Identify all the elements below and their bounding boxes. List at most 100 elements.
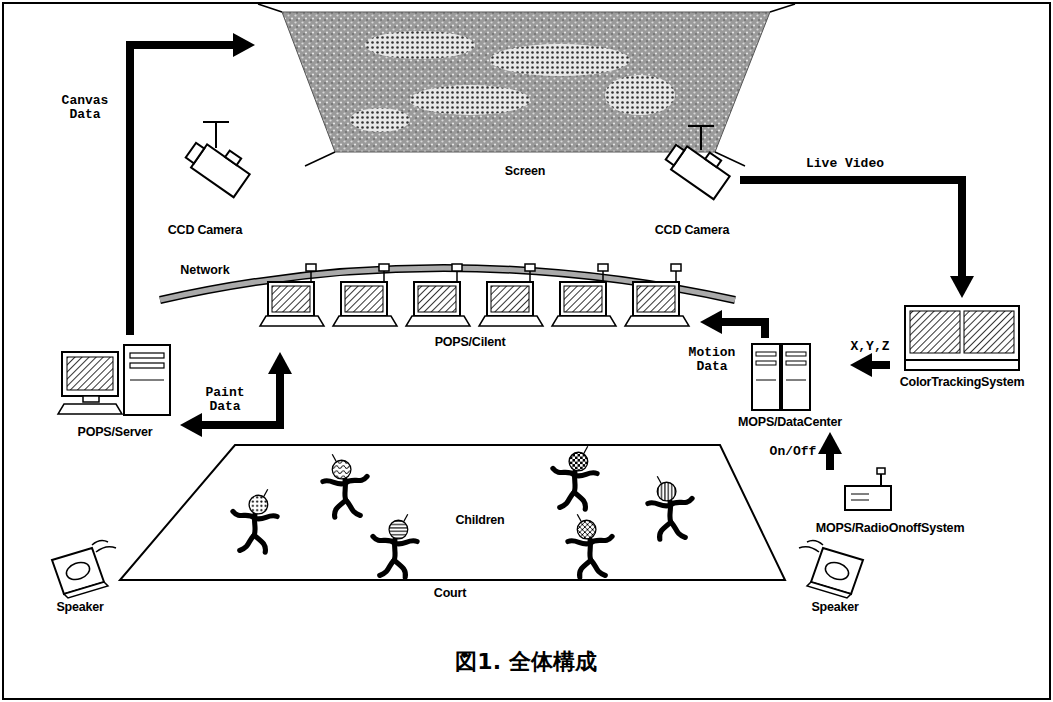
node-label: MOPS/DataCenter	[738, 415, 842, 429]
server-computer	[58, 404, 122, 414]
child-figure	[373, 514, 417, 577]
child-figure	[670, 498, 692, 505]
color-tracking-monitors	[905, 306, 1019, 370]
child-figure	[254, 535, 265, 552]
child-figure	[332, 454, 336, 462]
projection-screen	[770, 4, 795, 12]
speaker-icon	[823, 559, 851, 582]
ccd-camera-icon	[215, 122, 217, 148]
child-figure	[657, 482, 676, 501]
ccd-camera-icon	[663, 134, 734, 199]
projection-screen	[350, 108, 410, 132]
laptop-icon	[406, 264, 470, 326]
node-label: CCD Camera	[168, 223, 242, 237]
server-computer	[130, 353, 164, 358]
child-figure	[568, 514, 612, 577]
data-center-servers	[756, 352, 776, 356]
flow-arrow	[826, 454, 834, 470]
speaker-icon	[799, 541, 863, 598]
child-figure	[323, 481, 345, 484]
ccd-camera-icon	[183, 132, 254, 197]
data-center-servers	[786, 380, 806, 381]
radio-onoff-device	[880, 474, 882, 486]
child-figure	[395, 541, 417, 544]
child-figure	[577, 514, 581, 522]
laptop-icon	[637, 286, 675, 312]
children-figures	[233, 446, 692, 577]
laptop-icon	[479, 264, 543, 326]
laptop-icon	[625, 316, 689, 326]
color-tracking-monitors	[964, 311, 1014, 353]
projection-screen	[490, 44, 630, 76]
projection-screen	[258, 4, 282, 12]
child-figure	[580, 560, 591, 577]
child-figure	[553, 446, 597, 509]
speaker-node: Speaker	[795, 540, 875, 617]
server-computer	[67, 357, 113, 390]
speaker-icon	[807, 582, 851, 598]
child-figure	[560, 492, 574, 507]
laptop-icon	[418, 286, 456, 312]
child-figure	[568, 541, 590, 544]
laptop-icon	[552, 316, 616, 326]
child-figure	[335, 500, 346, 517]
child-figure	[574, 492, 585, 509]
speaker-icon	[52, 541, 116, 598]
ccd-camera-icon	[183, 122, 254, 197]
color-tracking-monitors	[905, 306, 1019, 360]
network-label: Network	[180, 263, 229, 277]
radio-onoff-device	[851, 494, 869, 495]
child-figure	[575, 473, 597, 476]
laptop-icon	[268, 282, 314, 316]
laptop-icon	[602, 270, 604, 282]
data-center-servers	[752, 344, 780, 410]
datacenter-node: MOPS/DataCenter	[730, 338, 850, 432]
child-figure	[577, 520, 596, 539]
speaker-node: Speaker	[40, 540, 120, 617]
server-computer	[83, 396, 99, 402]
arrow-label: Paint Data	[200, 386, 250, 414]
laptop-icon	[456, 270, 458, 282]
child-figure	[404, 514, 408, 522]
child-figure	[584, 446, 588, 454]
laptop-icon	[479, 316, 543, 326]
speaker-icon	[92, 541, 116, 552]
server-computer	[130, 363, 164, 368]
server-computer	[124, 345, 170, 415]
speaker-icon	[799, 541, 823, 552]
child-figure	[671, 522, 685, 537]
court-node: ChildrenCourt	[118, 440, 790, 604]
data-center-servers	[756, 361, 776, 365]
laptop-icon	[260, 316, 324, 326]
ccd-camera-icon	[666, 145, 685, 165]
flow-arrow	[740, 180, 962, 276]
child-figure	[648, 503, 670, 506]
child-figure	[249, 495, 268, 514]
data-center-servers	[752, 344, 810, 410]
laptop-icon	[625, 264, 689, 326]
projection-screen	[258, 4, 795, 166]
radio-onoff-device	[845, 486, 891, 510]
color-tracking-monitors	[910, 311, 960, 353]
radio-onoff-device	[877, 468, 885, 474]
laptop-icon	[306, 264, 316, 271]
child-figure	[648, 476, 692, 539]
laptop-icon	[633, 282, 679, 316]
arrow-label: On/Off	[770, 445, 817, 459]
node-label: Screen	[505, 164, 546, 178]
child-figure	[553, 468, 575, 475]
court-outline	[120, 445, 785, 580]
server-computer	[58, 345, 170, 415]
client-laptops	[260, 264, 689, 326]
arrow-label: X,Y,Z	[850, 340, 889, 354]
arrow-label: Live Video	[806, 157, 884, 171]
laptop-icon	[452, 264, 462, 271]
figure-frame	[3, 3, 1050, 699]
node-label: Speaker	[811, 600, 858, 614]
data-center-servers	[786, 361, 806, 365]
camera-node: CCD Camera	[155, 112, 260, 240]
child-figure	[373, 536, 395, 543]
